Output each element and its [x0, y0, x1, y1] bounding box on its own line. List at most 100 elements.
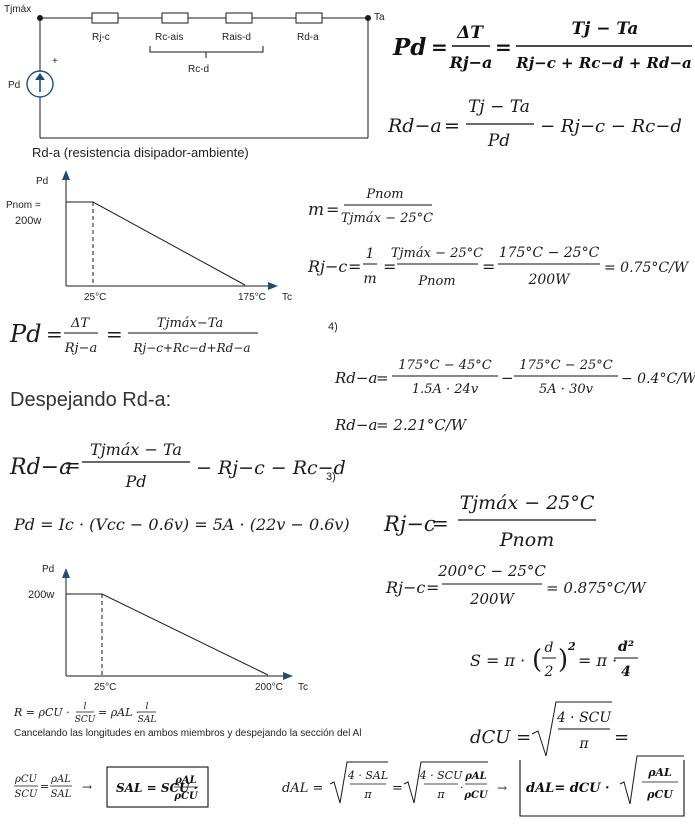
- equation-rda-numeric: Rd−a = 175°C − 45°C 1.5A · 24v − 175°C −…: [334, 358, 695, 434]
- svg-text:Rd−a: Rd−a: [9, 455, 72, 480]
- svg-text:SCU: SCU: [15, 789, 39, 800]
- svg-text:ρCU: ρCU: [463, 790, 489, 801]
- svg-text:−: −: [501, 369, 514, 387]
- svg-text:− 0.4°C/W: − 0.4°C/W: [621, 371, 695, 387]
- svg-text:ρCU: ρCU: [173, 791, 199, 802]
- svg-text:Rd−a: Rd−a: [334, 369, 377, 387]
- resistor-label-raisd: Rais-d: [222, 32, 251, 43]
- x-axis-arrow-icon: [283, 672, 293, 680]
- svg-text:ΔT: ΔT: [456, 23, 484, 43]
- svg-text:): ): [558, 645, 568, 675]
- svg-text:dAL =: dAL =: [282, 781, 323, 796]
- y-axis-arrow-icon: [62, 170, 70, 180]
- svg-text:Tjmáx − 25°C: Tjmáx − 25°C: [341, 211, 433, 226]
- svg-text:=: =: [383, 257, 396, 276]
- svg-text:=: =: [40, 780, 49, 793]
- equation-dal: dAL = 4 · SAL π = 4 · SCU π · ρAL ρCU → …: [282, 755, 685, 817]
- resistor-label-rjc: Rj-c: [92, 32, 110, 43]
- equation-dcu: dCU = 4 · SCU π =: [470, 701, 629, 757]
- svg-text:Pd: Pd: [392, 34, 426, 61]
- svg-text:=: =: [348, 257, 361, 276]
- svg-text:π: π: [578, 736, 589, 752]
- svg-text:ΔT: ΔT: [70, 316, 90, 331]
- graph-derating-175: Pd Pnom = 200w 25°C 175°C Tc: [6, 170, 292, 303]
- marker-3: 3): [326, 471, 336, 483]
- svg-text:− Rj−c − Rc−d: − Rj−c − Rc−d: [196, 457, 346, 479]
- svg-text:= 0.875°C/W: = 0.875°C/W: [546, 579, 647, 597]
- svg-text:=: =: [426, 578, 439, 597]
- svg-text:m: m: [308, 200, 324, 220]
- circuit-caption: Rd-a (resistencia disipador-ambiente): [32, 145, 249, 160]
- circuit-diagram: Tjmáx Ta Rj-c Rc-ais Rais-d Rd-a Rc-d + …: [4, 4, 385, 160]
- svg-text:SAL: SAL: [51, 789, 72, 800]
- svg-text:= 2.21°C/W: = 2.21°C/W: [376, 416, 468, 434]
- derating-curve: [66, 593, 269, 676]
- svg-text:Tc: Tc: [298, 682, 308, 693]
- svg-text:=: =: [326, 200, 339, 219]
- svg-text:Rj−a: Rj−a: [64, 341, 97, 356]
- svg-text:175°C − 25°C: 175°C − 25°C: [499, 245, 600, 261]
- svg-text:Tjmáx−Ta: Tjmáx−Ta: [157, 316, 223, 331]
- svg-text:Rj−c + Rc−d + Rd−a: Rj−c + Rc−d + Rd−a: [515, 54, 692, 72]
- svg-text:SCU: SCU: [75, 715, 96, 725]
- node-label-ta: Ta: [374, 12, 385, 23]
- equation-rjc-big: Rj−c = Tjmáx − 25°C Pnom: [383, 492, 596, 551]
- svg-text:4: 4: [621, 664, 631, 680]
- svg-text:l: l: [146, 702, 149, 712]
- group-bracket: [149, 46, 264, 53]
- svg-text:Rj−c: Rj−c: [383, 512, 436, 536]
- source-label-pd: Pd: [8, 80, 20, 91]
- despejando-heading: Despejando Rd-a:: [10, 389, 171, 411]
- resistor-label-rda: Rd-a: [297, 32, 319, 43]
- equation-rjc-200: Rj−c = 200°C − 25°C 200W = 0.875°C/W: [385, 562, 647, 608]
- svg-text:=: =: [495, 35, 512, 59]
- svg-text:Pd: Pd: [42, 564, 54, 575]
- svg-text:5A · 30v: 5A · 30v: [539, 382, 594, 397]
- svg-text:Rj−c: Rj−c: [385, 578, 425, 597]
- graph-derating-200: Pd 200w 25°C 200°C Tc: [28, 564, 308, 693]
- svg-text:ρAL: ρAL: [647, 766, 672, 779]
- svg-text:2: 2: [567, 640, 576, 653]
- svg-text:200W: 200W: [527, 272, 571, 288]
- source-arrowhead-icon: [35, 73, 45, 80]
- svg-text:Pnom: Pnom: [365, 187, 403, 202]
- equation-rda-big: Rd−a = Tjmáx − Ta Pd − Rj−c − Rc−d: [9, 440, 346, 491]
- svg-text:=: =: [392, 781, 403, 796]
- resistor-rjc: [91, 12, 119, 24]
- result-box-sal: [106, 766, 209, 808]
- group-label-rcd: Rc-d: [188, 64, 209, 75]
- resistor-rcais: [161, 12, 189, 24]
- svg-text:2: 2: [544, 664, 554, 680]
- node-dot-right: [365, 15, 371, 21]
- svg-text:200w: 200w: [15, 215, 41, 227]
- svg-text:=: =: [64, 453, 81, 477]
- svg-text:200°C − 25°C: 200°C − 25°C: [437, 562, 546, 580]
- source-plus: +: [52, 56, 58, 67]
- svg-text:(: (: [532, 645, 542, 675]
- node-label-tjmax: Tjmáx: [4, 4, 31, 15]
- svg-text:ρAL: ρAL: [464, 771, 486, 782]
- equation-rjc-175: Rj−c = 1 m = Tjmáx − 25°C Pnom = 175°C −…: [307, 245, 690, 289]
- svg-text:·: ·: [460, 783, 463, 794]
- svg-text:d: d: [545, 640, 554, 656]
- svg-text:Pd: Pd: [36, 176, 48, 187]
- svg-text:=: =: [431, 35, 448, 59]
- resistor-rda: [295, 12, 323, 24]
- svg-text:dAL= dCU ·: dAL= dCU ·: [526, 781, 610, 796]
- svg-text:ρAL: ρAL: [50, 774, 71, 785]
- svg-text:→: →: [82, 780, 92, 794]
- svg-text:=: =: [376, 369, 389, 387]
- svg-text:200°C: 200°C: [255, 682, 283, 693]
- svg-text:=: =: [106, 322, 123, 346]
- svg-text:R = ρCU ·: R = ρCU ·: [13, 706, 70, 719]
- node-dot-left: [37, 15, 43, 21]
- svg-text:l: l: [84, 702, 87, 712]
- svg-text:= π ·: = π ·: [578, 651, 617, 670]
- svg-text:Rj−a: Rj−a: [449, 53, 493, 72]
- svg-text:175°C: 175°C: [238, 292, 266, 303]
- svg-text:25°C: 25°C: [84, 292, 106, 303]
- svg-text:=: =: [432, 511, 449, 535]
- svg-text:dCU =: dCU =: [470, 727, 531, 748]
- svg-text:Tj − Ta: Tj − Ta: [572, 19, 639, 39]
